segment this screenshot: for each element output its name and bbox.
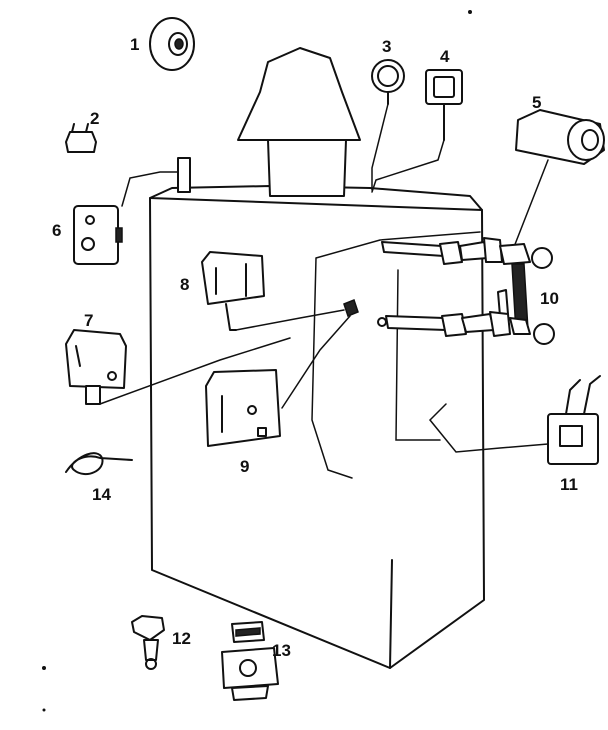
part-5-burner xyxy=(511,109,605,253)
label-part-11: 11 xyxy=(560,475,578,494)
label-part-12: 12 xyxy=(172,629,191,648)
label-part-6: 6 xyxy=(52,221,61,240)
label-part-3: 3 xyxy=(382,37,391,56)
part-11-switch xyxy=(428,375,601,465)
label-part-13: 13 xyxy=(272,641,291,660)
part-4-thermostat xyxy=(371,69,463,193)
label-part-8: 8 xyxy=(180,275,189,294)
scan-specks xyxy=(42,10,472,712)
part-10-piping xyxy=(381,237,555,345)
label-part-2: 2 xyxy=(90,109,99,128)
part-1-flange xyxy=(149,17,195,71)
part-12-fitting xyxy=(131,615,165,670)
part-3-gauge xyxy=(371,59,405,191)
label-part-4: 4 xyxy=(440,47,450,66)
part-7-relay xyxy=(65,329,291,405)
boiler-cabinet xyxy=(149,185,485,669)
pilot-sensor xyxy=(281,299,387,409)
part-13-valve xyxy=(221,621,279,701)
label-part-7: 7 xyxy=(84,311,93,330)
part-6-control-box xyxy=(73,157,191,265)
part-8-ignition xyxy=(201,251,345,331)
label-part-10: 10 xyxy=(540,289,559,308)
draft-hood xyxy=(237,47,361,197)
label-part-9: 9 xyxy=(240,457,249,476)
part-labels: 1 2 3 4 5 6 7 8 9 10 11 12 13 14 xyxy=(52,35,578,660)
label-part-14: 14 xyxy=(92,485,111,504)
part-9-panel xyxy=(205,369,281,447)
label-part-1: 1 xyxy=(130,35,139,54)
label-part-5: 5 xyxy=(532,93,541,112)
part-14-tube xyxy=(65,452,133,476)
part-2-clip xyxy=(65,123,97,153)
